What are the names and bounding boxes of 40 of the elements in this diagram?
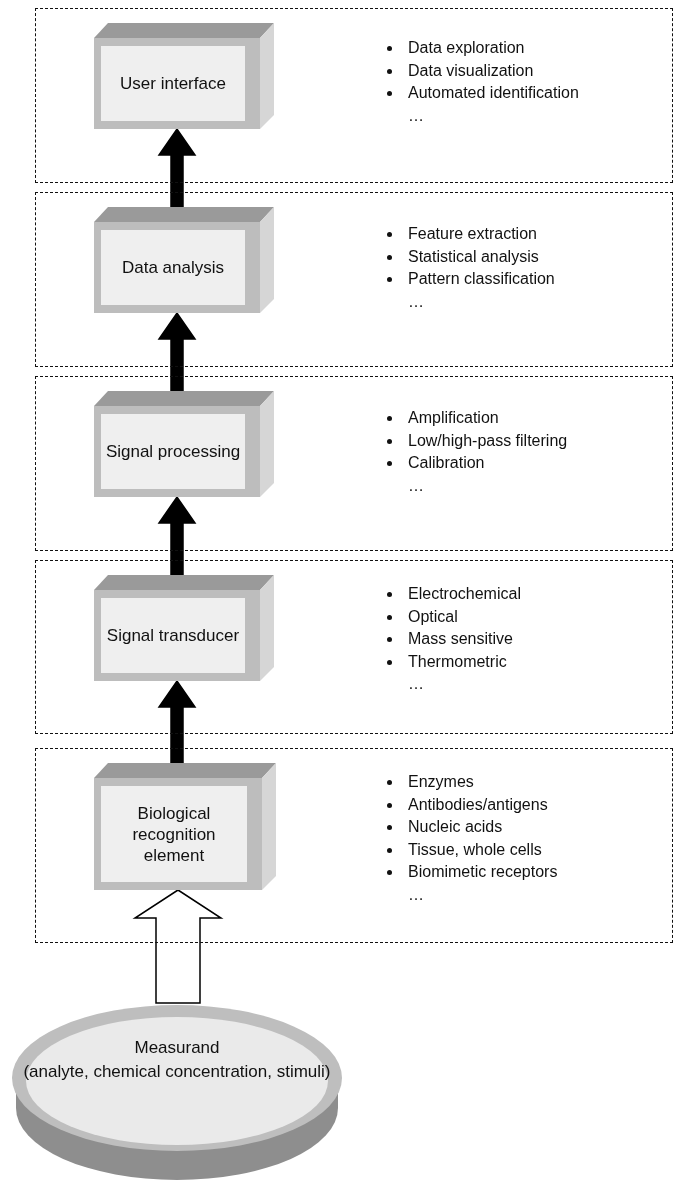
arrow [157, 127, 197, 208]
dashed-group-band [35, 748, 673, 943]
box-label: Data analysis [121, 257, 225, 278]
disc-title: Measurand [133, 1037, 221, 1058]
ellipsis-text: … [407, 291, 424, 312]
bullet-item: Automated identification [384, 82, 579, 105]
bullet-item: Enzymes [384, 771, 474, 794]
disc-description: (analyte, chemical concentration, stimuli) [22, 1061, 332, 1082]
dashed-group-band [35, 8, 673, 183]
arrow [157, 311, 197, 392]
bullet-item: Optical [384, 605, 458, 628]
box-label: Biological recognition element [131, 802, 217, 866]
bullet-item: Thermometric [384, 650, 507, 673]
bullet-item: Data exploration [384, 37, 525, 60]
block-arrow [132, 889, 224, 1004]
bullet-item: Nucleic acids [384, 816, 503, 839]
dashed-group-band [35, 192, 673, 367]
bullet-item: Data visualization [384, 59, 534, 82]
bullet-item: Electrochemical [384, 583, 521, 606]
arrow [157, 495, 197, 576]
ellipsis-text: … [407, 105, 424, 126]
ellipsis-text: … [407, 475, 424, 496]
bullet-item: Statistical analysis [384, 245, 539, 268]
box-label: Signal processing [105, 441, 241, 462]
ellipsis-text: … [407, 674, 424, 694]
bullet-item: Tissue, whole cells [384, 838, 542, 861]
ellipsis-text: … [407, 884, 424, 905]
bullet-item: Biomimetic receptors [384, 861, 558, 884]
bullet-item: Amplification [384, 407, 499, 430]
bullet-item: Pattern classification [384, 268, 555, 291]
bullet-item: Low/high-pass filtering [384, 429, 568, 452]
bullet-item: Antibodies/antigens [384, 793, 548, 816]
dashed-group-band [35, 560, 673, 734]
bullet-item: Mass sensitive [384, 628, 513, 651]
arrow [157, 679, 197, 764]
box-label: Signal transducer [106, 625, 240, 646]
dashed-group-band [35, 376, 673, 551]
box-label: User interface [120, 73, 226, 94]
bullet-item: Feature extraction [384, 223, 537, 246]
bullet-item: Calibration [384, 452, 485, 475]
